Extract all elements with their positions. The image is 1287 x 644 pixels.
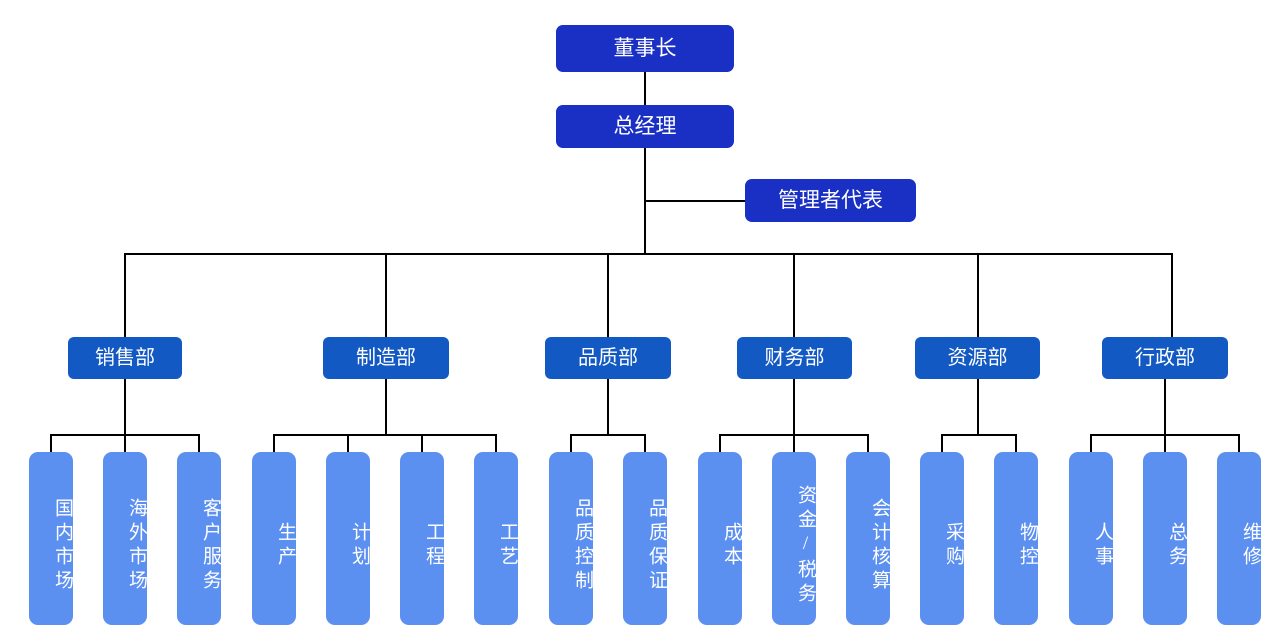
connector-mfg-drop-2 <box>347 434 349 453</box>
node-leaf-production[interactable]: 生产 <box>252 452 296 625</box>
connector-mfg-drop-1 <box>273 434 275 453</box>
connector-finance-drop-2 <box>793 434 795 453</box>
connector-chairman-to-gm <box>644 72 646 106</box>
connector-resource-drop-2 <box>1015 434 1017 453</box>
node-leaf-purchasing[interactable]: 采购 <box>920 452 964 625</box>
node-leaf-domestic-market[interactable]: 国内市场 <box>29 452 73 625</box>
connector-sales-drop-3 <box>198 434 200 453</box>
node-general-manager[interactable]: 总经理 <box>556 105 734 148</box>
connector-bus-drop-finance <box>793 253 795 337</box>
node-leaf-general-affairs[interactable]: 总务 <box>1143 452 1187 625</box>
connector-sales-drop-1 <box>50 434 52 453</box>
connector-resource-bus <box>941 434 1017 436</box>
node-leaf-customer-service[interactable]: 客户服务 <box>177 452 221 625</box>
node-leaf-material-control[interactable]: 物控 <box>994 452 1038 625</box>
connector-finance-drop-1 <box>719 434 721 453</box>
node-leaf-process[interactable]: 工艺 <box>474 452 518 625</box>
node-department-finance[interactable]: 财务部 <box>737 337 852 379</box>
connector-admin-drop-1 <box>1090 434 1092 453</box>
connector-quality-drop-1 <box>570 434 572 453</box>
connector-admin-stem <box>1164 379 1166 435</box>
connector-mfg-bus <box>273 434 497 436</box>
node-department-resource[interactable]: 资源部 <box>915 337 1040 379</box>
connector-quality-stem <box>607 379 609 435</box>
connector-admin-drop-2 <box>1164 434 1166 453</box>
node-department-admin[interactable]: 行政部 <box>1102 337 1228 379</box>
connector-sales-stem <box>124 379 126 435</box>
connector-mfg-drop-4 <box>495 434 497 453</box>
connector-finance-stem <box>793 379 795 435</box>
connector-resource-drop-1 <box>941 434 943 453</box>
node-leaf-engineering[interactable]: 工程 <box>400 452 444 625</box>
node-department-manufacturing[interactable]: 制造部 <box>323 337 449 379</box>
node-leaf-overseas-market[interactable]: 海外市场 <box>103 452 147 625</box>
connector-bus-drop-admin <box>1171 253 1173 337</box>
node-leaf-cost[interactable]: 成本 <box>698 452 742 625</box>
connector-resource-stem <box>977 379 979 435</box>
connector-bus-drop-mfg <box>385 253 387 337</box>
connector-bus-drop-resource <box>977 253 979 337</box>
node-leaf-maintenance[interactable]: 维修 <box>1217 452 1261 625</box>
connector-gm-to-mgmt-rep <box>644 200 745 202</box>
connector-quality-bus <box>570 434 646 436</box>
node-leaf-quality-assurance[interactable]: 品质保证 <box>623 452 667 625</box>
node-department-quality[interactable]: 品质部 <box>545 337 671 379</box>
node-leaf-planning[interactable]: 计划 <box>326 452 370 625</box>
node-chairman[interactable]: 董事长 <box>556 25 734 72</box>
connector-bus-drop-sales <box>124 253 126 337</box>
node-leaf-fund-tax[interactable]: 资金/税务 <box>772 452 816 625</box>
connector-sales-drop-2 <box>124 434 126 453</box>
connector-admin-drop-3 <box>1238 434 1240 453</box>
connector-department-bus <box>124 253 1172 255</box>
node-leaf-human-resources[interactable]: 人事 <box>1069 452 1113 625</box>
connector-mfg-stem <box>385 379 387 435</box>
node-leaf-accounting[interactable]: 会计核算 <box>846 452 890 625</box>
node-management-representative[interactable]: 管理者代表 <box>745 179 916 222</box>
connector-mfg-drop-3 <box>421 434 423 453</box>
node-department-sales[interactable]: 销售部 <box>68 337 182 379</box>
connector-quality-drop-2 <box>644 434 646 453</box>
connector-finance-drop-3 <box>867 434 869 453</box>
node-leaf-quality-control[interactable]: 品质控制 <box>549 452 593 625</box>
connector-bus-drop-quality <box>607 253 609 337</box>
